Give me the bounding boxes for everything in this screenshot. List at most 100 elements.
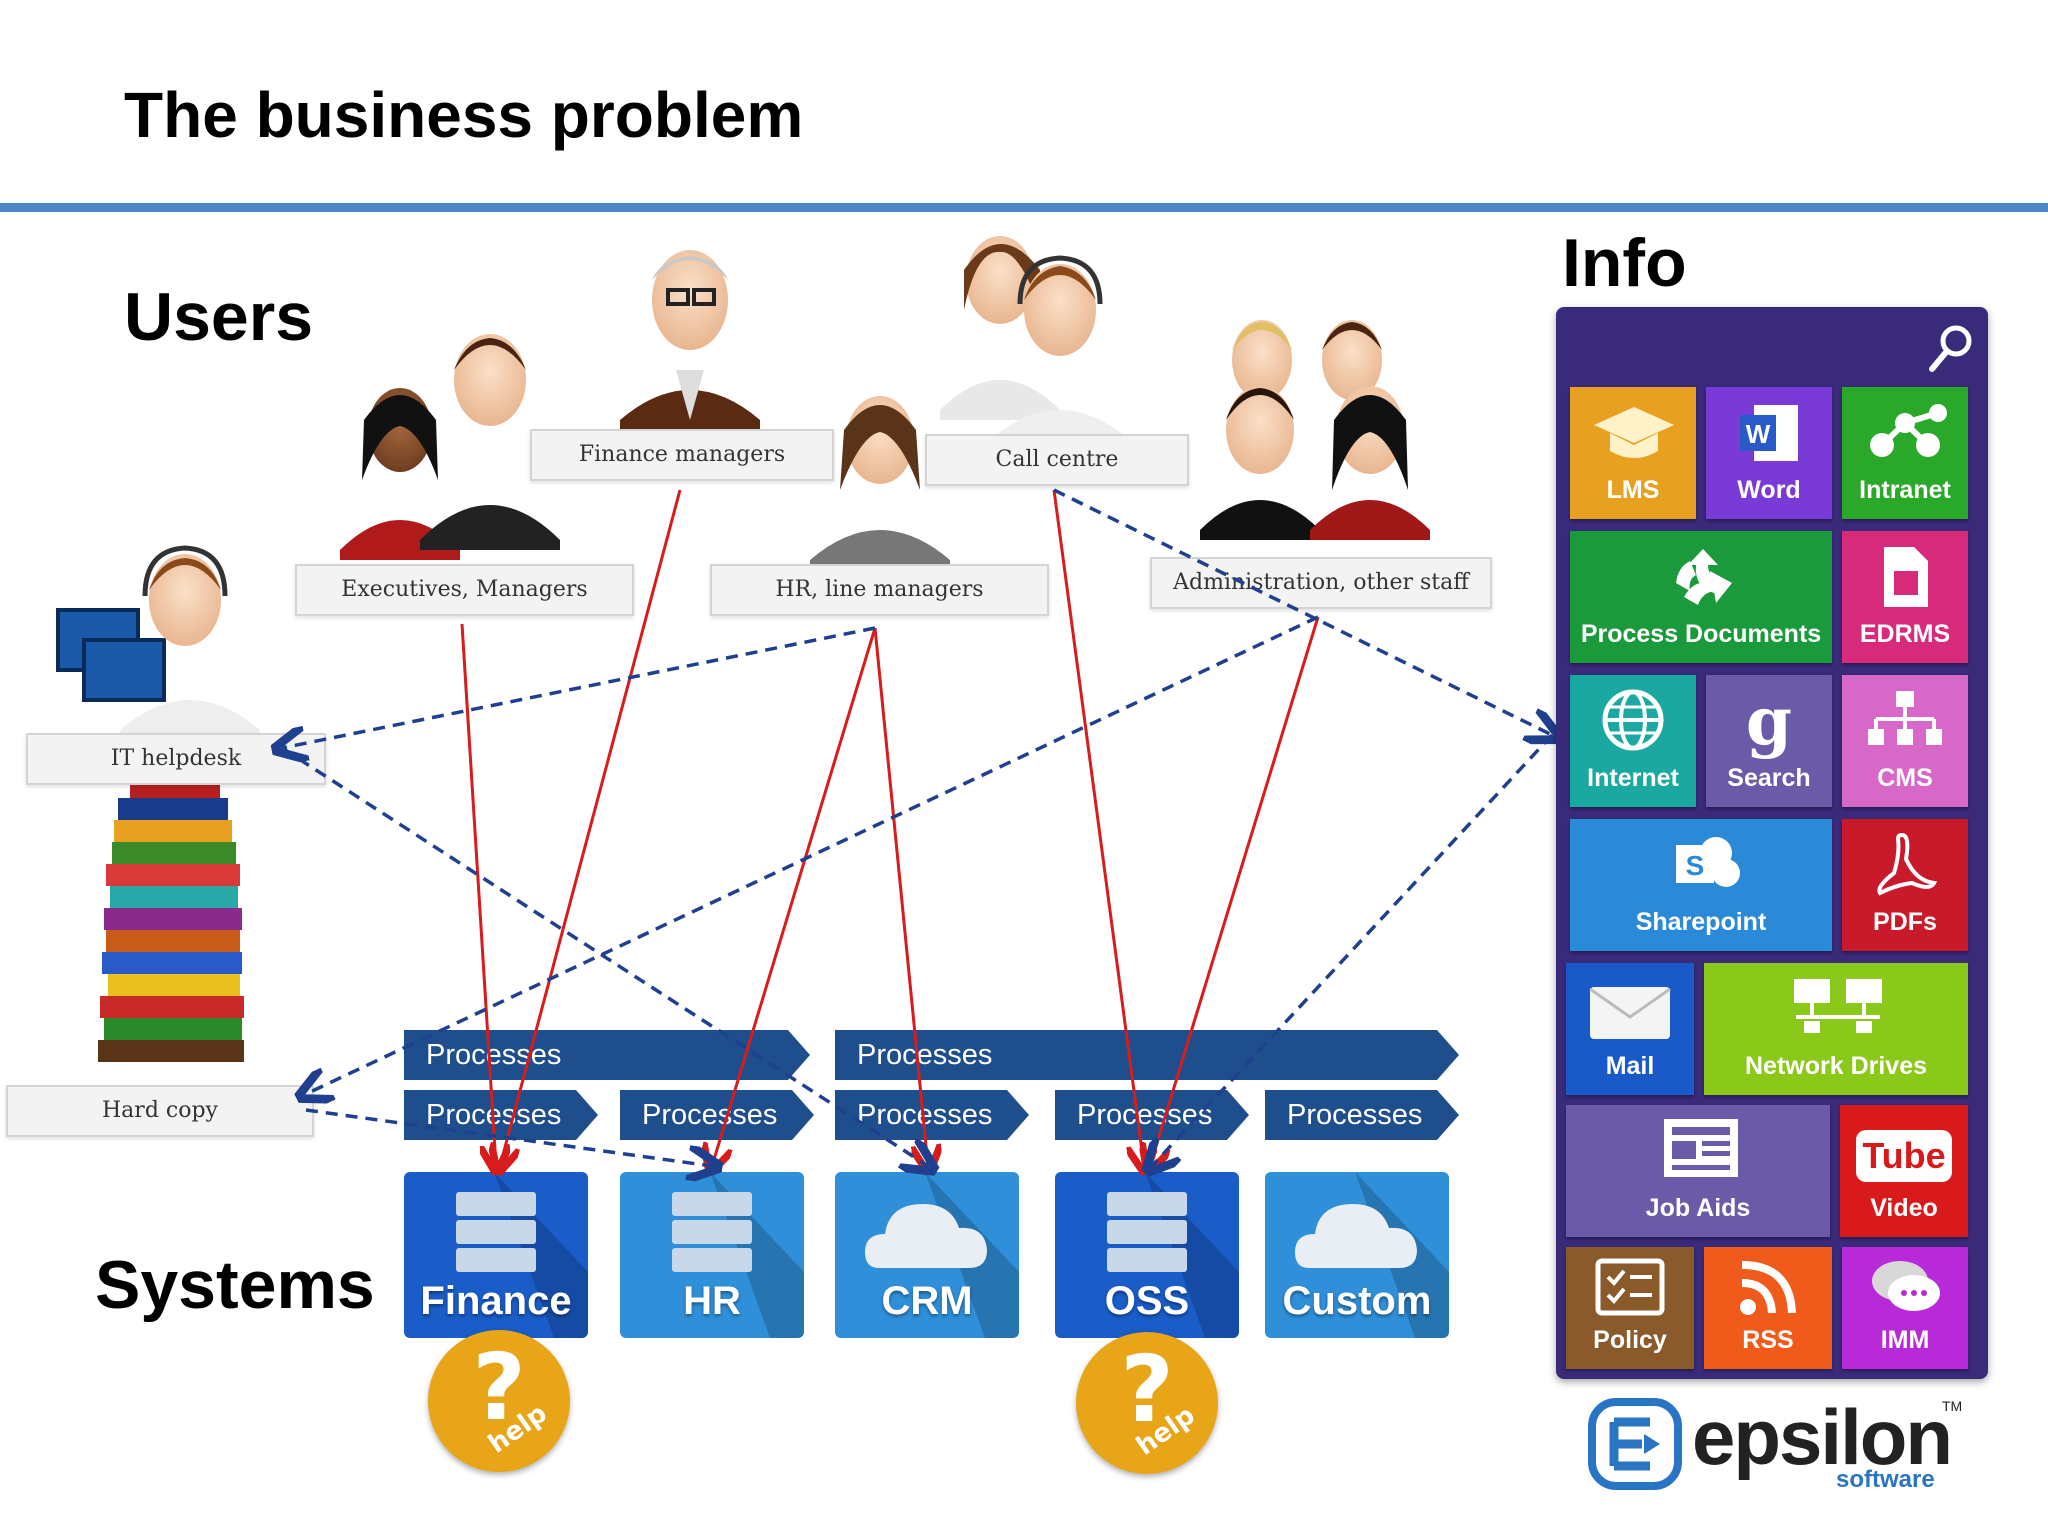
tile-edrms[interactable]: EDRMS [1842, 531, 1968, 663]
tile-pdfs-label: PDFs [1873, 908, 1937, 936]
label-executives-managers: Executives, Managers [295, 564, 634, 616]
label-finance-managers: Finance managers [530, 429, 834, 481]
tile-policy[interactable]: Policy [1566, 1247, 1694, 1369]
tile-search-label: Search [1727, 764, 1811, 792]
tile-imm[interactable]: IMM [1842, 1247, 1968, 1369]
info-heading: Info [1562, 225, 1687, 301]
executives-figure [340, 334, 560, 560]
rss-icon [1740, 1261, 1796, 1315]
blue-arrow-helpdesk-crm [281, 746, 928, 1166]
envelope-icon [1589, 987, 1671, 1039]
process-band-7: Processes [1265, 1090, 1459, 1140]
database-icon [456, 1172, 588, 1338]
question-mark-icon: ? [472, 1334, 526, 1441]
red-arrow-hr-crm [873, 627, 928, 1166]
hr-manager-figure [810, 396, 950, 570]
tile-policy-label: Policy [1593, 1326, 1667, 1354]
tile-rss[interactable]: RSS [1704, 1247, 1832, 1369]
tile-network-drives-label: Network Drives [1744, 1052, 1928, 1080]
tile-internet-label: Internet [1587, 764, 1679, 792]
word-icon: W [1740, 405, 1798, 461]
systems-heading: Systems [95, 1247, 375, 1323]
tile-job-aids[interactable]: Job Aids [1566, 1105, 1830, 1237]
system-oss[interactable]: OSS [1055, 1172, 1239, 1338]
system-oss-label: OSS [1104, 1279, 1190, 1323]
tile-internet[interactable]: Internet [1570, 675, 1696, 807]
system-hr[interactable]: HR [620, 1172, 804, 1338]
blue-arrow-admin-hardcopy [306, 615, 1319, 1094]
tile-mail-label: Mail [1605, 1052, 1655, 1080]
recycle-arrows-icon [1676, 549, 1732, 605]
info-panel: LMS W Word Intranet Process Documents [1556, 307, 1988, 1379]
graduation-cap-icon [1594, 407, 1674, 458]
red-arrow-hr-hr [712, 627, 877, 1166]
system-finance-label: Finance [420, 1279, 572, 1323]
blue-arrow-info-oss [1152, 733, 1554, 1166]
cloud-icon [865, 1172, 1019, 1338]
tile-word-label: Word [1737, 476, 1801, 504]
epsilon-logo-icon [1588, 1398, 1682, 1490]
system-crm[interactable]: CRM [835, 1172, 1019, 1338]
process-band-6: Processes [1055, 1090, 1249, 1140]
page-title: The business problem [124, 79, 804, 151]
search-icon[interactable] [1928, 323, 1974, 373]
question-mark-icon: ? [1120, 1336, 1174, 1443]
system-finance[interactable]: Finance [404, 1172, 588, 1338]
globe-icon [1602, 689, 1664, 751]
tile-sharepoint-label: Sharepoint [1635, 908, 1767, 936]
tile-imm-label: IMM [1880, 1326, 1930, 1354]
red-arrow-exec-finance [460, 623, 496, 1166]
news-icon [1664, 1119, 1738, 1177]
help-badge-oss[interactable]: ? help [1076, 1332, 1218, 1474]
tile-process-documents[interactable]: Process Documents [1570, 531, 1832, 663]
system-crm-label: CRM [881, 1279, 973, 1323]
tile-job-aids-label: Job Aids [1645, 1194, 1751, 1222]
process-band-2: Processes [835, 1030, 1459, 1080]
tile-cms[interactable]: CMS [1842, 675, 1968, 807]
tile-video[interactable]: Tube Video [1840, 1105, 1968, 1237]
title-divider [0, 203, 2048, 212]
admin-staff-figure [1200, 320, 1430, 540]
tile-rss-label: RSS [1742, 1326, 1794, 1354]
checklist-icon [1595, 1258, 1665, 1316]
tile-process-documents-label: Process Documents [1580, 620, 1822, 648]
svg-text:W: W [1746, 419, 1771, 449]
network-nodes-icon [1870, 404, 1947, 457]
system-custom-label: Custom [1282, 1279, 1432, 1323]
svg-text:S: S [1686, 850, 1705, 881]
youtube-icon: Tube [1840, 1119, 1968, 1183]
blue-arrow-hardcopy-hr [305, 1108, 712, 1166]
tile-word[interactable]: W Word [1706, 387, 1832, 519]
label-call-centre: Call centre [925, 434, 1189, 486]
tile-lms-label: LMS [1606, 476, 1660, 504]
system-hr-label: HR [683, 1279, 741, 1323]
document-icon [1884, 547, 1928, 607]
tile-cms-label: CMS [1877, 764, 1933, 792]
tile-intranet-label: Intranet [1859, 476, 1951, 504]
tile-video-label: Video [1870, 1194, 1938, 1222]
user-figures [56, 236, 1430, 1062]
label-hr-line-managers: HR, line managers [710, 564, 1049, 616]
database-icon [1107, 1172, 1239, 1338]
chat-bubble-icon [1872, 1261, 1940, 1311]
tile-mail[interactable]: Mail [1566, 963, 1694, 1095]
system-custom[interactable]: Custom [1265, 1172, 1449, 1338]
google-g-icon: g [1745, 682, 1793, 760]
tile-search[interactable]: g Search [1706, 675, 1832, 807]
epsilon-logo-tm: TM [1942, 1398, 1963, 1414]
tile-sharepoint[interactable]: S Sharepoint [1570, 819, 1832, 951]
tile-intranet[interactable]: Intranet [1842, 387, 1968, 519]
users-heading: Users [124, 279, 314, 355]
tile-lms[interactable]: LMS [1570, 387, 1696, 519]
acrobat-icon [1877, 832, 1938, 896]
tile-edrms-label: EDRMS [1859, 620, 1951, 648]
process-band-5: Processes [835, 1090, 1029, 1140]
tile-pdfs[interactable]: PDFs [1842, 819, 1968, 951]
red-arrow-callcentre-oss [1052, 489, 1144, 1166]
cloud-icon [1295, 1172, 1449, 1338]
it-helpdesk-figure [56, 545, 260, 740]
help-badge-finance[interactable]: ? help [428, 1330, 570, 1472]
tile-network-drives[interactable]: Network Drives [1704, 963, 1968, 1095]
sitemap-icon [1868, 691, 1942, 745]
